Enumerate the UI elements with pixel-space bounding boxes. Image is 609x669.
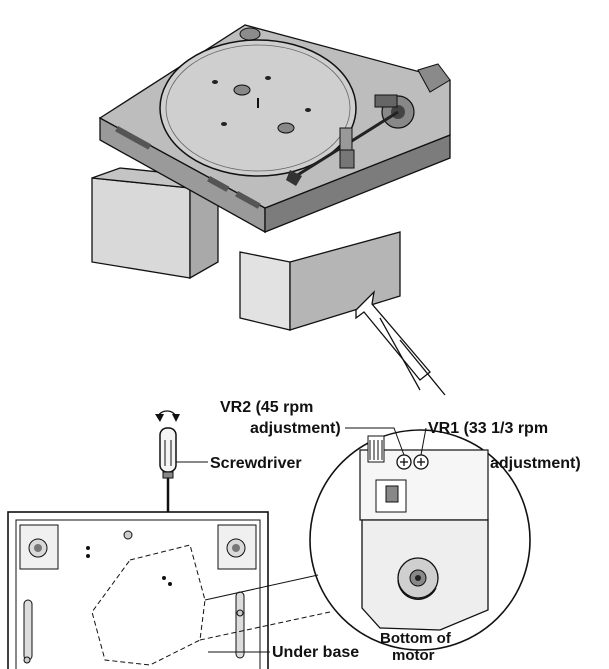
under-base-label: Under base — [272, 644, 359, 661]
support-blocks — [91, 167, 401, 331]
view-arrow — [355, 290, 446, 396]
right-support-block — [239, 251, 291, 331]
vr1-trimmer — [413, 454, 429, 470]
spindle-hole — [233, 84, 251, 96]
vr2-trimmer — [396, 454, 412, 470]
vr1-label-line1: VR1 (33 1/3 rpm — [428, 420, 548, 437]
left-support-block — [91, 177, 191, 279]
turntable — [98, 24, 451, 234]
under-base-panel — [7, 511, 270, 669]
magnified-motor-view — [199, 427, 531, 651]
bottom-of-motor-label-line2: motor — [392, 647, 435, 664]
screwdriver-label: Screwdriver — [210, 455, 302, 472]
tonearm — [286, 94, 415, 186]
motor-outline-dashed — [91, 544, 206, 666]
bottom-of-motor-label-line1: Bottom of — [380, 630, 452, 647]
vr2-label-line2: adjustment) — [250, 420, 341, 437]
vr2-label-line1: VR2 (45 rpm — [220, 399, 313, 416]
vr1-label-line2: adjustment) — [490, 455, 581, 472]
